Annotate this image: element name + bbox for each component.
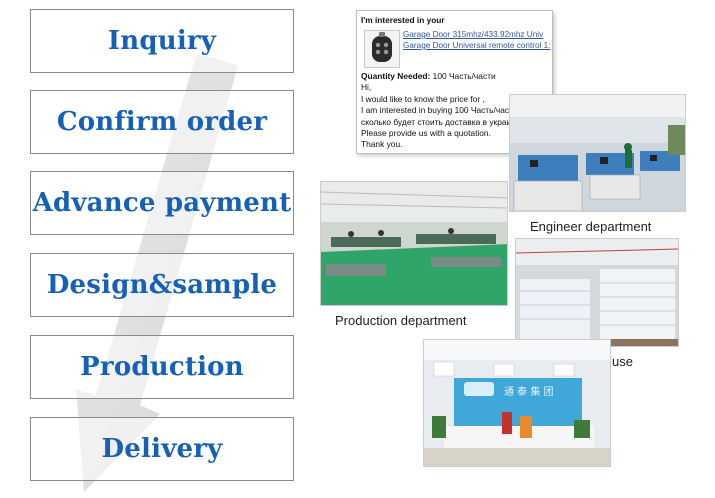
step-label: Inquiry: [107, 26, 217, 56]
step-label: Advance payment: [32, 188, 292, 218]
warehouse-caption: use: [612, 354, 633, 369]
message-line: Thank you.: [361, 139, 403, 150]
engineer-department-caption: Engineer department: [530, 219, 652, 234]
car-remote-key-icon: [364, 30, 400, 68]
message-line: сколько будет стоить доставка в украину: [361, 116, 521, 127]
svg-text:通 泰 集 团: 通 泰 集 团: [504, 385, 554, 398]
step-design-sample: Design&sample: [30, 253, 294, 317]
step-label: Delivery: [101, 434, 223, 464]
step-production: Production: [30, 335, 294, 399]
production-department-caption: Production department: [335, 313, 467, 328]
message-line: I would like to know the price for ,: [361, 93, 485, 104]
quantity-label: Quantity Needed:: [361, 71, 431, 81]
warehouse-photo: [515, 238, 679, 347]
quantity-value: 100 Часть/части: [432, 71, 496, 81]
message-line: I am interested in buying 100 Часть/част…: [361, 105, 520, 116]
product-link-2[interactable]: Garage Door Universal remote control 1:: [403, 41, 551, 50]
step-delivery: Delivery: [30, 417, 294, 481]
production-department-photo: [320, 181, 508, 306]
step-label: Confirm order: [56, 107, 268, 137]
reception-photo: 通 泰 集 团: [423, 339, 611, 467]
quantity-line: Quantity Needed: 100 Часть/части: [361, 71, 520, 82]
step-inquiry: Inquiry: [30, 9, 294, 73]
step-confirm-order: Confirm order: [30, 90, 294, 154]
step-advance-payment: Advance payment: [30, 171, 294, 235]
message-line: Hi,: [361, 82, 372, 93]
step-label: Production: [80, 352, 244, 382]
engineer-department-photo: [509, 94, 686, 212]
inquiry-body: Quantity Needed: 100 Часть/части Hi, I w…: [361, 71, 520, 151]
message-line: Please provide us with a quotation.: [361, 128, 491, 139]
inquiry-message-card: I'm interested in your Garage Door 315mh…: [356, 10, 553, 154]
product-link-1[interactable]: Garage Door 315mhz/433.92mhz Univ: [403, 30, 544, 39]
inquiry-heading: I'm interested in your: [361, 15, 445, 25]
step-label: Design&sample: [46, 270, 278, 300]
